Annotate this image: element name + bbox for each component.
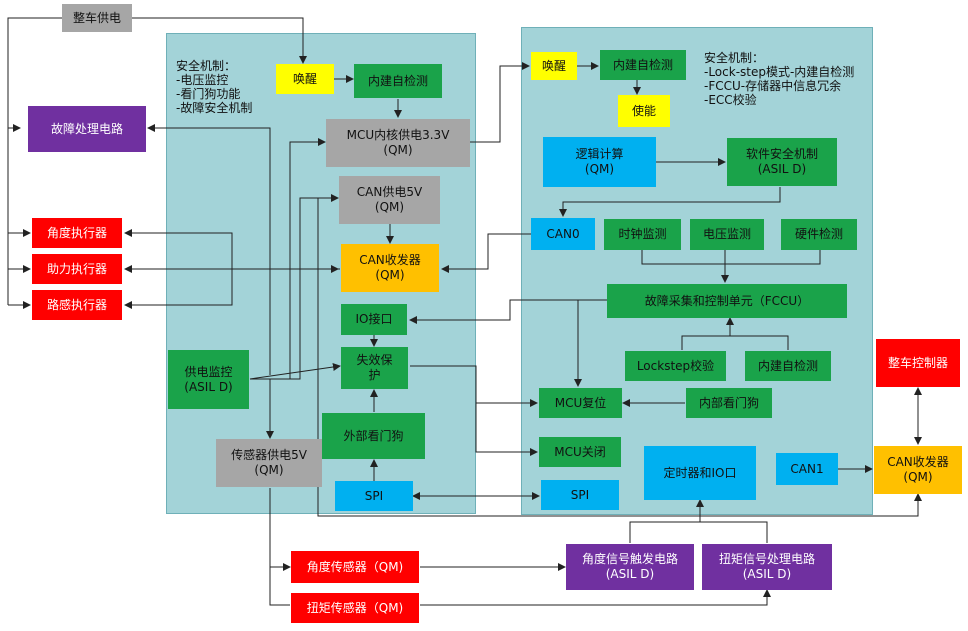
wire-software-can0	[559, 187, 781, 217]
wire-cantx-road	[124, 268, 340, 309]
software-safety-box: 软件安全机制 (ASIL D)	[727, 138, 837, 186]
angle-trigger-circuit-box: 角度信号触发电路 (ASIL D)	[566, 544, 694, 590]
vehicle-power-box: 整车供电	[62, 4, 132, 32]
can-transceiver-right-box: CAN收发器 (QM)	[874, 446, 962, 494]
clock-monitor-box: 时钟监测	[604, 219, 681, 250]
wire-core-wake-right	[470, 62, 530, 143]
voltage-monitor-box: 电压监测	[690, 219, 764, 250]
power-monitor-box: 供电监控 (ASIL D)	[168, 350, 249, 409]
left-safety-mechanism-note: 安全机制： -电压监控 -看门狗功能 -故障安全机制	[176, 59, 253, 115]
wire-circuits-timer	[629, 500, 768, 543]
wire-failsafe-shutdown	[475, 403, 538, 456]
spi-right-box: SPI	[541, 480, 619, 510]
internal-watchdog-box: 内部看门狗	[686, 388, 772, 418]
wire-monitor-core	[250, 138, 326, 380]
sensor-power-box: 传感器供电5V (QM)	[216, 439, 322, 487]
logic-calculation-box: 逻辑计算 (QM)	[543, 137, 656, 187]
self-test-box-right-2: 内建自检测	[745, 351, 831, 381]
external-watchdog-box: 外部看门狗	[322, 413, 425, 459]
hardware-check-box: 硬件检测	[781, 219, 857, 250]
road-feel-actuator-box: 路感执行器	[32, 290, 122, 320]
wire-monitors-fccu	[641, 250, 821, 282]
wire-canpwr-cantx-right	[317, 197, 922, 517]
angle-sensor-box: 角度传感器（QM)	[291, 551, 419, 583]
io-interface-box: IO接口	[341, 304, 407, 335]
wire-lockstep-fccu	[681, 318, 789, 350]
mcu-panel	[521, 27, 873, 515]
wire-sensorpwr-sensors	[269, 488, 290, 606]
self-test-box-right: 内建自检测	[600, 50, 686, 80]
mcu-core-power-box: MCU内核供电3.3V (QM)	[326, 119, 470, 167]
lockstep-check-box: Lockstep校验	[625, 351, 726, 381]
can0-box: CAN0	[531, 218, 595, 250]
vehicle-controller-box: 整车控制器	[876, 339, 960, 387]
fccu-box: 故障采集和控制单元（FCCU）	[607, 284, 847, 318]
can1-box: CAN1	[776, 453, 838, 485]
torque-processing-circuit-box: 扭矩信号处理电路 (ASIL D)	[702, 544, 832, 590]
wire-power-to-wake	[132, 17, 307, 64]
wire-power-bus	[7, 17, 62, 305]
wire-can0-cantx	[441, 233, 531, 273]
angle-actuator-box: 角度执行器	[32, 218, 122, 248]
wire-torque-processing	[420, 589, 771, 606]
can-transceiver-left-box: CAN收发器 (QM)	[341, 244, 439, 292]
mcu-reset-box: MCU复位	[539, 388, 622, 418]
wire-fccu-io	[409, 299, 607, 324]
wake-up-box-left: 唤醒	[276, 64, 334, 94]
wire-monitor-canpwr	[250, 194, 339, 380]
mcu-shutdown-box: MCU关闭	[539, 437, 621, 467]
right-safety-mechanism-note: 安全机制： -Lock-step模式-内建自检测 -FCCU-存储器中信息冗余 …	[704, 51, 855, 107]
fault-handling-circuit-box: 故障处理电路	[28, 106, 146, 152]
enable-box: 使能	[618, 95, 670, 127]
wire-monitor-failsafe	[249, 363, 341, 380]
self-test-box-left: 内建自检测	[354, 64, 442, 98]
timer-io-box: 定时器和IO口	[644, 446, 756, 500]
wake-up-box-right: 唤醒	[531, 52, 577, 80]
can-power-box: CAN供电5V (QM)	[339, 176, 440, 224]
wire-cantx-angle	[124, 229, 340, 270]
wire-monitor-fault	[147, 124, 271, 375]
fail-safe-box: 失效保 护	[341, 347, 408, 389]
spi-left-box: SPI	[335, 481, 413, 511]
assist-actuator-box: 助力执行器	[32, 254, 122, 284]
wire-failsafe-reset	[410, 365, 538, 407]
torque-sensor-box: 扭矩传感器（QM)	[291, 593, 419, 623]
